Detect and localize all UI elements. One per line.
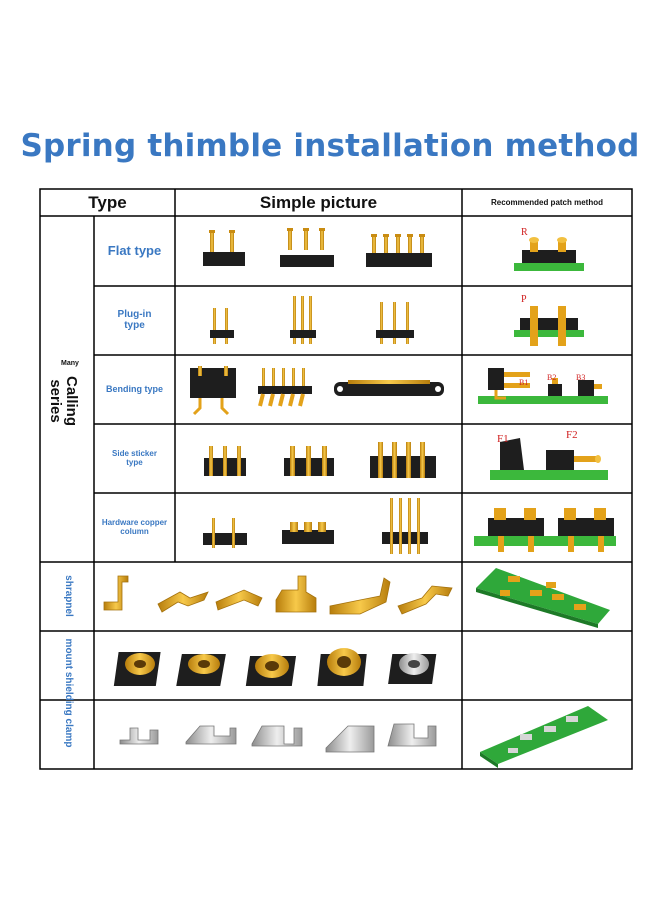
row-label-bending: Bending type [105, 383, 163, 394]
plugin-connector-4pin [376, 302, 414, 344]
shrapnel-clips [103, 575, 453, 615]
header-type: Type [88, 192, 127, 212]
hardware-column-c [382, 498, 428, 554]
method-shrapnel-board [476, 568, 610, 628]
method-bending-diagram [478, 368, 608, 404]
method-side-diagram [490, 438, 608, 480]
method-clamp-board [480, 706, 608, 768]
flat-connector-5pin [366, 234, 432, 267]
header-picture: Simple picture [259, 192, 378, 212]
row-label-hardware: Hardware copper column [101, 518, 168, 536]
shielding-clamps [119, 723, 437, 753]
side-connector-b [284, 446, 334, 476]
plugin-connector-2pin [210, 308, 234, 344]
bending-connector-single [190, 366, 236, 416]
row-label-plugin: Plug-in type [117, 309, 152, 331]
method-label-f2: F2 [566, 429, 578, 441]
method-label-b2: B2 [547, 373, 557, 382]
hardware-column-a [203, 518, 247, 548]
plugin-connector-3pin [290, 296, 316, 344]
side-connector-c [370, 442, 436, 478]
method-label-f1: F1 [497, 433, 509, 445]
mount-components [113, 648, 437, 686]
header-method: Recommended patch method [490, 198, 603, 207]
bending-connector-long [334, 380, 444, 396]
side-connector-a [204, 446, 246, 476]
bending-connector-multi [258, 368, 312, 407]
flat-connector-2pin [203, 230, 245, 266]
row-label-side: Side sticker type [112, 449, 157, 467]
method-plugin-diagram [514, 306, 584, 346]
method-label-b3: B3 [576, 373, 586, 382]
hardware-column-b [282, 522, 334, 544]
method-label-r: R [521, 227, 528, 238]
flat-connector-3pin [280, 228, 334, 267]
row-label-flat: Flat type [107, 243, 162, 259]
method-label-b1: B1 [519, 378, 529, 387]
group-prefix: Many [61, 360, 79, 367]
method-flat-diagram [514, 237, 584, 271]
page-title: Spring thimble installation method [20, 128, 640, 164]
method-label-p: P [521, 294, 527, 305]
method-hardware-diagram [474, 508, 616, 552]
